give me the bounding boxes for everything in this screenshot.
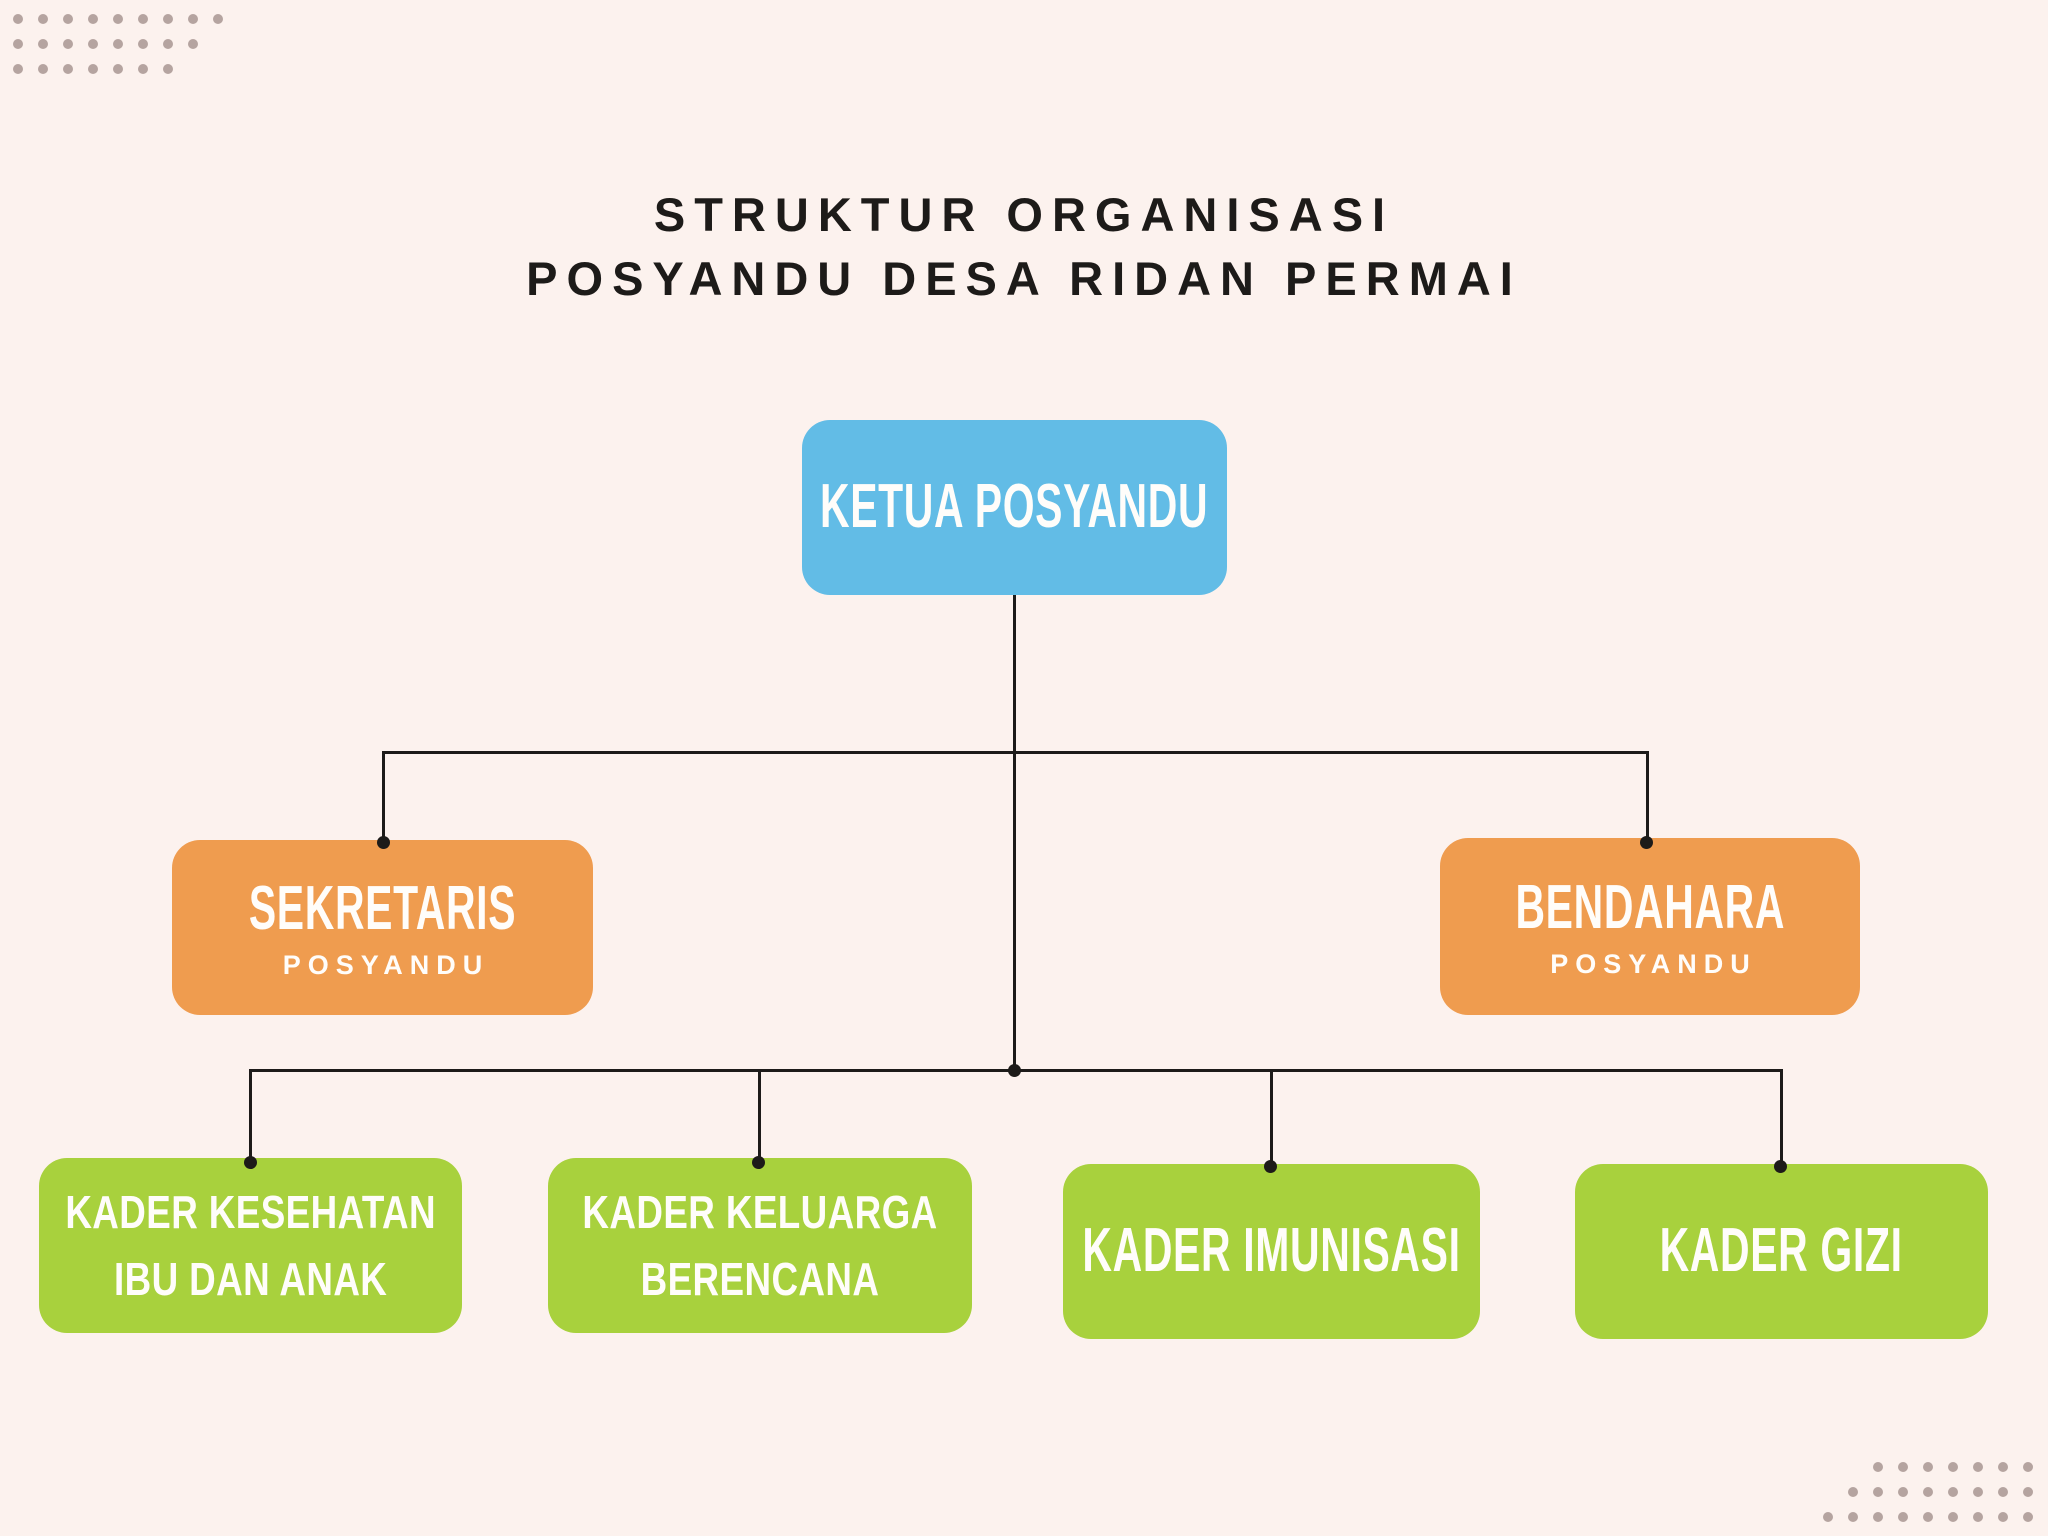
anchor-dot-kader-kb [752,1156,765,1169]
decorative-dot [1898,1462,1908,1472]
connector-drop-kader-kia [249,1069,252,1163]
org-node-label: SEKRETARIS [248,873,517,943]
decorative-dot [188,14,198,24]
org-node-label: KADER IMUNISASI [1082,1216,1461,1286]
decorative-dot [1898,1512,1908,1522]
chart-title: STRUKTUR ORGANISASI POSYANDU DESA RIDAN … [0,190,2048,304]
org-node-label-text: SEKRETARIS [248,873,517,943]
connector-drop-bendahara [1646,751,1649,843]
anchor-dot-kader-imunisasi [1264,1160,1277,1173]
org-node-bendahara: BENDAHARA POSYANDU [1440,838,1860,1015]
decorative-dot [163,14,173,24]
anchor-dot-kader-gizi [1774,1160,1787,1173]
org-node-kader-gizi: KADER GIZI [1575,1164,1988,1339]
decorative-dot [13,14,23,24]
decorative-dot [63,39,73,49]
decorative-dot [1948,1487,1958,1497]
dot-grid-decoration-bottom-right [1823,1462,2033,1522]
decorative-dot [1973,1487,1983,1497]
decorative-dot [1898,1487,1908,1497]
decorative-dot [38,64,48,74]
decorative-dot [1873,1512,1883,1522]
decorative-dot [2023,1462,2033,1472]
decorative-dot [163,64,173,74]
decorative-dot [113,64,123,74]
dot-grid-row [13,39,198,49]
connector-drop-kader-imunisasi [1270,1069,1273,1167]
decorative-dot [2023,1512,2033,1522]
anchor-dot-bendahara [1640,836,1653,849]
chart-title-line-1: STRUKTUR ORGANISASI [653,188,1395,241]
decorative-dot [1998,1487,2008,1497]
org-node-sublabel: POSYANDU [1550,949,1757,980]
dot-grid-row [1848,1487,2033,1497]
decorative-dot [13,39,23,49]
decorative-dot [1923,1487,1933,1497]
decorative-dot [88,64,98,74]
decorative-dot [1973,1512,1983,1522]
decorative-dot [113,39,123,49]
decorative-dot [13,64,23,74]
decorative-dot [1823,1512,1833,1522]
connector-trunk-vertical [1013,594,1016,1072]
decorative-dot [113,14,123,24]
decorative-dot [188,39,198,49]
anchor-dot-kader-kia [244,1156,257,1169]
org-node-label-line1: KADER KESEHATAN [65,1185,436,1238]
junction-dot-trunk-branch [1008,1064,1021,1077]
decorative-dot [1998,1512,2008,1522]
org-node-kader-keluarga-berencana: KADER KELUARGA BERENCANA [548,1158,972,1333]
org-node-label-line1: KADER KELUARGA [582,1185,938,1238]
org-node-label-line1: KADER IMUNISASI [1082,1216,1461,1286]
org-node-sublabel: POSYANDU [282,950,490,981]
dot-grid-row [1873,1462,2033,1472]
org-node-label: KADER KELUARGA BERENCANA [582,1179,937,1313]
decorative-dot [138,14,148,24]
org-node-label-line1: KADER GIZI [1659,1216,1904,1286]
decorative-dot [1973,1462,1983,1472]
org-node-label-text: KETUA POSYANDU [820,472,1209,542]
decorative-dot [1923,1462,1933,1472]
org-node-kader-kesehatan-ibu-anak: KADER KESEHATAN IBU DAN ANAK [39,1158,462,1333]
org-node-label: BENDAHARA [1515,872,1785,942]
decorative-dot [1923,1512,1933,1522]
org-node-ketua-posyandu: KETUA POSYANDU [802,420,1227,595]
connector-drop-kader-gizi [1780,1069,1783,1167]
decorative-dot [88,39,98,49]
decorative-dot [88,14,98,24]
decorative-dot [38,39,48,49]
dot-grid-decoration-top-left [13,14,223,74]
org-node-label-line2: IBU DAN ANAK [113,1252,388,1305]
org-node-kader-imunisasi: KADER IMUNISASI [1063,1164,1480,1339]
decorative-dot [2023,1487,2033,1497]
decorative-dot [1873,1487,1883,1497]
dot-grid-row [13,14,223,24]
org-node-label-text: BENDAHARA [1515,872,1785,942]
decorative-dot [1848,1512,1858,1522]
decorative-dot [138,39,148,49]
decorative-dot [1948,1512,1958,1522]
anchor-dot-sekretaris [377,836,390,849]
chart-title-line-2: POSYANDU DESA RIDAN PERMAI [526,252,1522,305]
decorative-dot [63,64,73,74]
dot-grid-row [13,64,173,74]
org-node-label-line2: BERENCANA [640,1252,880,1305]
dot-grid-row [1823,1512,2033,1522]
org-node-label: KETUA POSYANDU [820,472,1209,542]
decorative-dot [1998,1462,2008,1472]
decorative-dot [1873,1462,1883,1472]
connector-branch-level2 [382,751,1649,754]
decorative-dot [63,14,73,24]
decorative-dot [1848,1487,1858,1497]
connector-drop-kader-kb [758,1069,761,1163]
connector-drop-sekretaris [382,751,385,843]
decorative-dot [138,64,148,74]
decorative-dot [38,14,48,24]
org-node-sekretaris: SEKRETARIS POSYANDU [172,840,593,1015]
org-node-label: KADER KESEHATAN IBU DAN ANAK [65,1179,436,1313]
decorative-dot [213,14,223,24]
decorative-dot [163,39,173,49]
org-node-label: KADER GIZI [1659,1216,1904,1286]
decorative-dot [1948,1462,1958,1472]
